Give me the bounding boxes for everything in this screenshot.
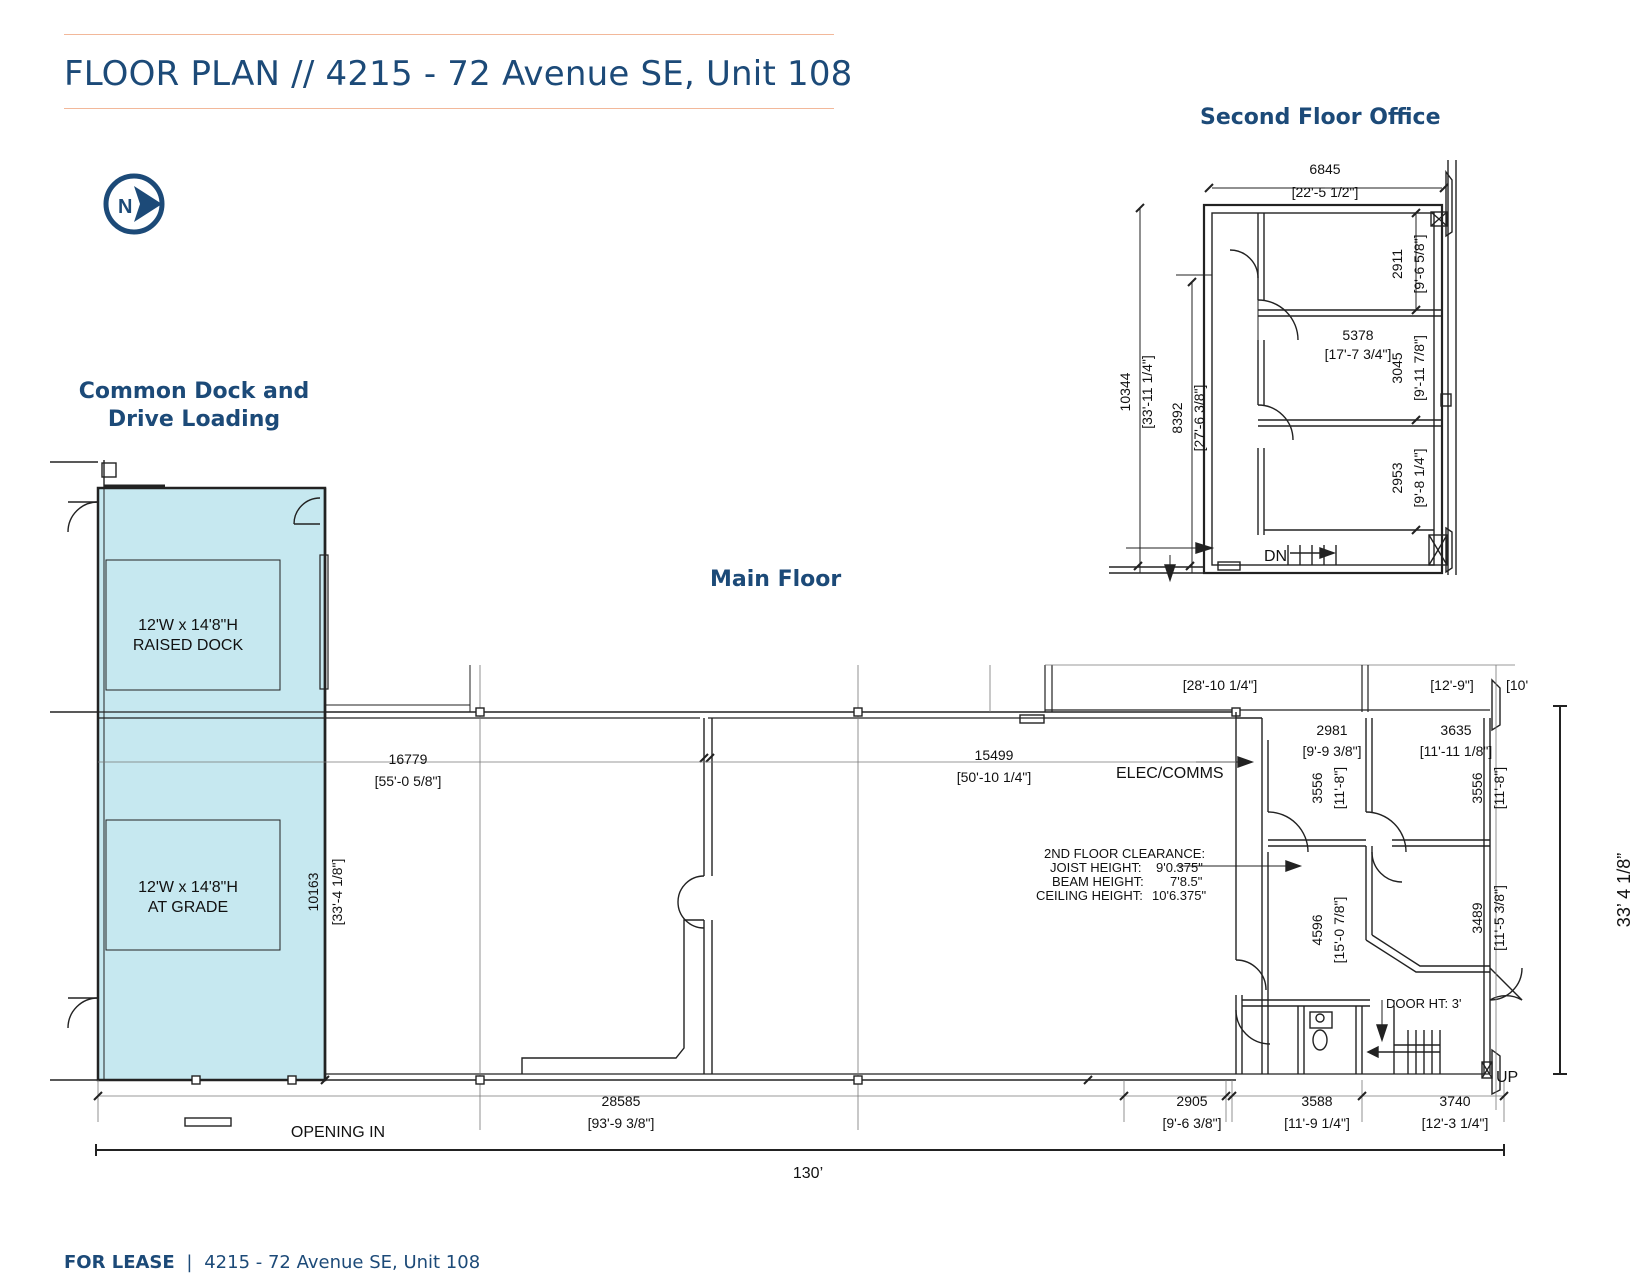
dim-28585-imperial: [93'-9 3/8"]	[588, 1115, 655, 1131]
dim-28585: 28585	[602, 1093, 641, 1109]
footer: FOR LEASE | 4215 - 72 Avenue SE, Unit 10…	[64, 1252, 480, 1273]
main-floor-notes: ELEC/COMMS 2ND FLOOR CLEARANCE: JOIST HE…	[1036, 765, 1518, 1086]
dim-3556-b-imperial: [11'-8"]	[1491, 767, 1507, 809]
joist-height-value: 9'0.375"	[1156, 860, 1203, 875]
dim-3588-imperial: [11'-9 1/4"]	[1284, 1115, 1350, 1131]
second-floor-dimensions: 6845 [22'-5 1/2"] 5378 [17'-7 3/4"] 2911…	[1117, 161, 1427, 565]
dim-top-10: [10'	[1506, 677, 1528, 693]
dim-16779: 16779	[389, 751, 428, 767]
overall-length-label: 130’	[793, 1165, 823, 1182]
at-grade-label: AT GRADE	[148, 899, 228, 916]
up-label: UP	[1496, 1069, 1518, 1086]
dim-2911-imperial: [9'-6 5/8"]	[1411, 234, 1427, 293]
dim-3635: 3635	[1440, 722, 1471, 738]
common-dock-heading-line1: Common Dock and	[78, 379, 310, 404]
main-floor-dimensions: 16779 [55'-0 5/8"] 15499 [50'-10 1/4"] […	[305, 677, 1634, 1182]
dim-2981-imperial: [9'-9 3/8"]	[1302, 743, 1361, 759]
clearance-title: 2ND FLOOR CLEARANCE:	[1044, 846, 1205, 861]
title-bottom-rule	[64, 108, 834, 109]
joist-height-label: JOIST HEIGHT:	[1050, 860, 1142, 875]
dim-2905-imperial: [9'-6 3/8"]	[1162, 1115, 1221, 1131]
dim-3588: 3588	[1301, 1093, 1332, 1109]
dim-10163: 10163	[305, 872, 321, 911]
footer-separator: |	[186, 1252, 193, 1273]
door-ht-label: DOOR HT: 3'	[1386, 996, 1461, 1011]
dim-2905: 2905	[1176, 1093, 1207, 1109]
dim-10163-imperial: [33'-4 1/8"]	[329, 859, 345, 926]
dim-6845-imperial: [22'-5 1/2"]	[1292, 184, 1359, 200]
dim-2953-imperial: [9'-8 1/4"]	[1411, 448, 1427, 507]
raised-dock-size: 12'W x 14'8"H	[138, 617, 238, 634]
dim-3556-a-imperial: [11'-8"]	[1331, 767, 1347, 809]
elec-comms-label: ELEC/COMMS	[1116, 765, 1224, 782]
at-grade-size: 12'W x 14'8"H	[138, 879, 238, 896]
dim-16779-imperial: [55'-0 5/8"]	[375, 773, 442, 789]
dim-3556-b: 3556	[1469, 772, 1485, 803]
raised-dock-label: RAISED DOCK	[133, 637, 244, 654]
dim-10344: 10344	[1117, 372, 1133, 411]
dim-3489-imperial: [11'-5 3/8"]	[1491, 885, 1507, 951]
loading-area	[96, 486, 327, 1082]
dim-3045: 3045	[1389, 352, 1405, 383]
dim-15499: 15499	[975, 747, 1014, 763]
dim-2981: 2981	[1316, 722, 1347, 738]
dim-4596: 4596	[1309, 914, 1325, 945]
second-floor-plan	[1109, 160, 1457, 583]
dim-3740-imperial: [12'-3 1/4"]	[1422, 1115, 1489, 1131]
dim-3740: 3740	[1439, 1093, 1470, 1109]
ceiling-height-label: CEILING HEIGHT:	[1036, 888, 1143, 903]
overall-depth-label: 33’ 4 1/8”	[1614, 853, 1634, 927]
dim-top-12: [12'-9"]	[1430, 677, 1473, 693]
footer-for-lease: FOR LEASE	[64, 1252, 175, 1273]
dim-2953: 2953	[1389, 462, 1405, 493]
second-floor-heading: Second Floor Office	[1200, 105, 1441, 130]
beam-height-value: 7'8.5"	[1170, 874, 1203, 889]
dim-3045-imperial: [9'-11 7/8"]	[1411, 335, 1427, 401]
north-arrow-icon: N	[103, 173, 165, 235]
dim-8392-imperial: [27'-6 3/8"]	[1191, 385, 1207, 452]
dn-label: DN	[1264, 548, 1287, 565]
main-floor-heading: Main Floor	[710, 567, 842, 592]
dim-3556-a: 3556	[1309, 772, 1325, 803]
page-title: FLOOR PLAN // 4215 - 72 Avenue SE, Unit …	[64, 54, 853, 94]
dim-8392: 8392	[1169, 402, 1185, 433]
dim-4596-imperial: [15'-0 7/8"]	[1331, 897, 1347, 964]
dim-15499-imperial: [50'-10 1/4"]	[957, 769, 1032, 785]
dim-10344-imperial: [33'-11 1/4"]	[1139, 355, 1155, 429]
title-top-rule	[64, 34, 834, 35]
beam-height-label: BEAM HEIGHT:	[1052, 874, 1144, 889]
north-arrow-label: N	[118, 196, 132, 218]
dim-5378-imperial: [17'-7 3/4"]	[1325, 346, 1392, 362]
dim-2911: 2911	[1389, 249, 1405, 279]
dim-5378: 5378	[1342, 327, 1373, 343]
dim-3489: 3489	[1469, 902, 1485, 933]
footer-address: 4215 - 72 Avenue SE, Unit 108	[204, 1252, 481, 1273]
common-dock-heading-line2: Drive Loading	[107, 407, 281, 432]
dim-3635-imperial: [11'-11 1/8"]	[1420, 743, 1493, 759]
dim-6845: 6845	[1309, 161, 1340, 177]
dim-top-28: [28'-10 1/4"]	[1183, 677, 1258, 693]
loading-area-labels: 12'W x 14'8"H RAISED DOCK 12'W x 14'8"H …	[133, 617, 385, 1141]
opening-in-label: OPENING IN	[291, 1124, 385, 1141]
main-floor-plan	[50, 460, 1567, 1156]
ceiling-height-value: 10'6.375"	[1152, 888, 1206, 903]
common-dock-heading: Common Dock and Drive Loading	[74, 378, 314, 434]
